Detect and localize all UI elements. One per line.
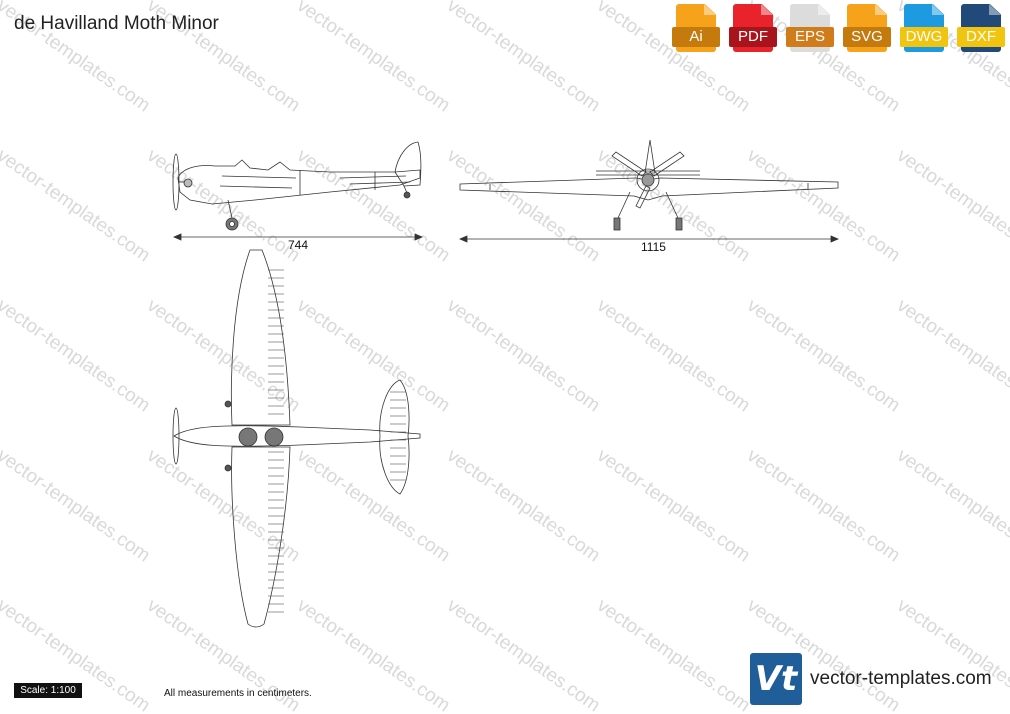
format-label-ai: Ai	[672, 27, 720, 47]
side-dimension-line	[172, 233, 424, 241]
measurement-note: All measurements in centimeters.	[164, 688, 312, 699]
file-dxf-icon[interactable]: DXF	[957, 4, 1005, 52]
file-eps-icon[interactable]: EPS	[786, 4, 834, 52]
front-dimension-line	[458, 235, 840, 243]
tail-ribs	[390, 391, 406, 481]
wing-ribs-upper	[268, 269, 284, 415]
scale-badge: Scale: 1:100	[14, 683, 82, 698]
format-label-dwg: DWG	[900, 27, 948, 47]
file-svg-icon[interactable]: SVG	[843, 4, 891, 52]
side-view	[172, 141, 422, 231]
page-title: de Havilland Moth Minor	[14, 13, 219, 34]
front-view	[459, 139, 839, 231]
brand[interactable]: Vt vector-templates.com	[750, 653, 992, 705]
format-label-eps: EPS	[786, 27, 834, 47]
brand-logo-icon: Vt	[750, 653, 802, 705]
file-ai-icon[interactable]: Ai	[672, 4, 720, 52]
file-pdf-icon[interactable]: PDF	[729, 4, 777, 52]
format-label-pdf: PDF	[729, 27, 777, 47]
format-label-svg: SVG	[843, 27, 891, 47]
side-length-label: 744	[288, 238, 309, 252]
brand-name: vector-templates.com	[810, 668, 992, 689]
top-view	[172, 249, 421, 628]
wing-ribs-lower	[268, 451, 284, 613]
format-label-dxf: DXF	[957, 27, 1005, 47]
file-dwg-icon[interactable]: DWG	[900, 4, 948, 52]
format-badges: Ai PDF EPS SVG DWG DXF	[672, 4, 1010, 52]
front-span-label: 1115	[641, 240, 666, 254]
